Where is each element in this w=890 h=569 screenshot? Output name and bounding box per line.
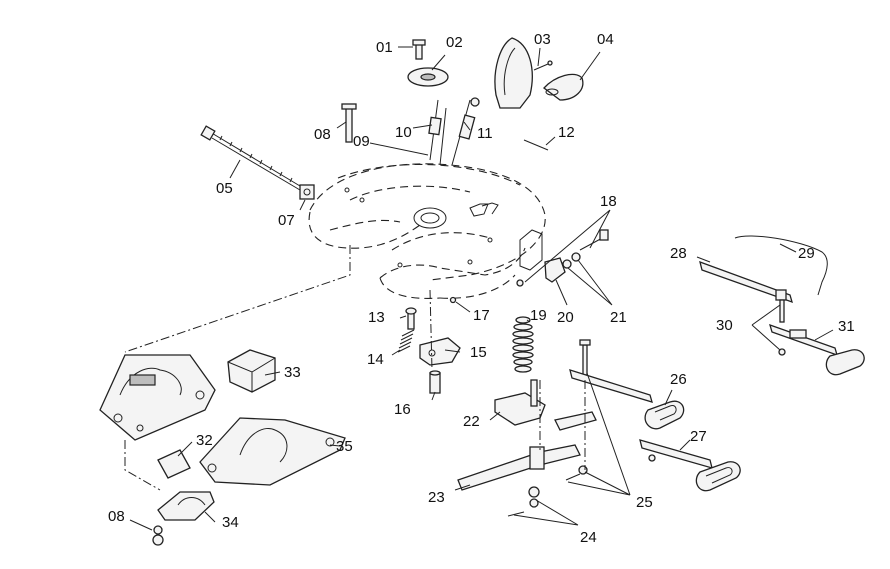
part-09-10-11-cables (428, 97, 480, 166)
part-24-bolts-nuts (507, 486, 540, 517)
part-15-jaw (419, 337, 461, 366)
part-26-handle-rail (569, 369, 685, 430)
callout-34: 34 (222, 514, 239, 531)
callout-18: 18 (600, 193, 617, 210)
callout-11: 11 (477, 125, 493, 142)
callout-13: 13 (368, 309, 385, 326)
part-31-pull-handle (769, 323, 865, 376)
part-32-shim (157, 449, 191, 479)
callout-20: 20 (557, 309, 574, 326)
part-29-cable (734, 235, 828, 296)
callout-labels: 01 02 03 04 05 07 08 09 10 11 12 13 14 1… (108, 31, 855, 546)
callout-16: 16 (394, 401, 411, 418)
callout-15: 15 (470, 344, 487, 361)
part-03-pin (533, 60, 553, 71)
leader-lines (129, 46, 834, 531)
callout-24: 24 (580, 529, 597, 546)
part-27-handle-rail (639, 439, 741, 492)
callout-29: 29 (798, 245, 815, 262)
callout-04: 04 (597, 31, 614, 48)
callout-01: 01 (376, 39, 393, 56)
mounting-bracket-upper (99, 354, 216, 441)
part-35-mounting-bracket (199, 417, 346, 486)
part-25-bolts (565, 339, 591, 481)
part-22-lever-block (494, 379, 546, 426)
callout-35: 35 (336, 438, 353, 455)
part-08-bolt (341, 103, 357, 143)
callout-08b: 08 (108, 508, 125, 525)
callout-10: 10 (395, 124, 412, 141)
part-04-cover (494, 37, 584, 109)
part-28-rail (699, 260, 793, 304)
callout-07: 07 (278, 212, 295, 229)
callout-25: 25 (636, 494, 653, 511)
callout-12: 12 (558, 124, 575, 141)
callout-19: 19 (530, 307, 547, 324)
part-19-bellows (512, 316, 534, 373)
part-13-spring-pin (405, 307, 417, 330)
callout-23: 23 (428, 489, 445, 506)
callout-03: 03 (534, 31, 551, 48)
part-17-fitting (449, 296, 457, 304)
part-33-pad (227, 349, 276, 393)
callout-14: 14 (367, 351, 384, 368)
assembly-lines (124, 245, 586, 491)
callout-32: 32 (196, 432, 213, 449)
part-14-spring (397, 329, 415, 353)
part-05-threaded-rod (200, 125, 301, 191)
callout-33: 33 (284, 364, 301, 381)
part-07-nut (299, 184, 315, 200)
callout-27: 27 (690, 428, 707, 445)
callout-08a: 08 (314, 126, 331, 143)
part-12-pin (523, 139, 549, 151)
callout-30: 30 (716, 317, 733, 334)
callout-21: 21 (610, 309, 627, 326)
part-20-bracket (544, 257, 566, 283)
callout-22: 22 (463, 413, 480, 430)
part-16-pin (429, 370, 441, 394)
part-23-lever-arm (457, 411, 597, 491)
part-01-bolt (412, 39, 426, 60)
part-30-bolts (778, 299, 786, 356)
callout-26: 26 (670, 371, 687, 388)
callout-17: 17 (473, 307, 490, 324)
callout-05: 05 (216, 180, 233, 197)
part-21-spring-washers (562, 252, 581, 269)
part-08-nut-washer (152, 525, 164, 546)
callout-31: 31 (838, 318, 855, 335)
callout-02: 02 (446, 34, 463, 51)
callout-09: 09 (353, 133, 370, 150)
part-34-clamp (157, 491, 215, 521)
top-plate (308, 163, 546, 299)
part-02-washer (407, 67, 449, 87)
callout-28: 28 (670, 245, 687, 262)
